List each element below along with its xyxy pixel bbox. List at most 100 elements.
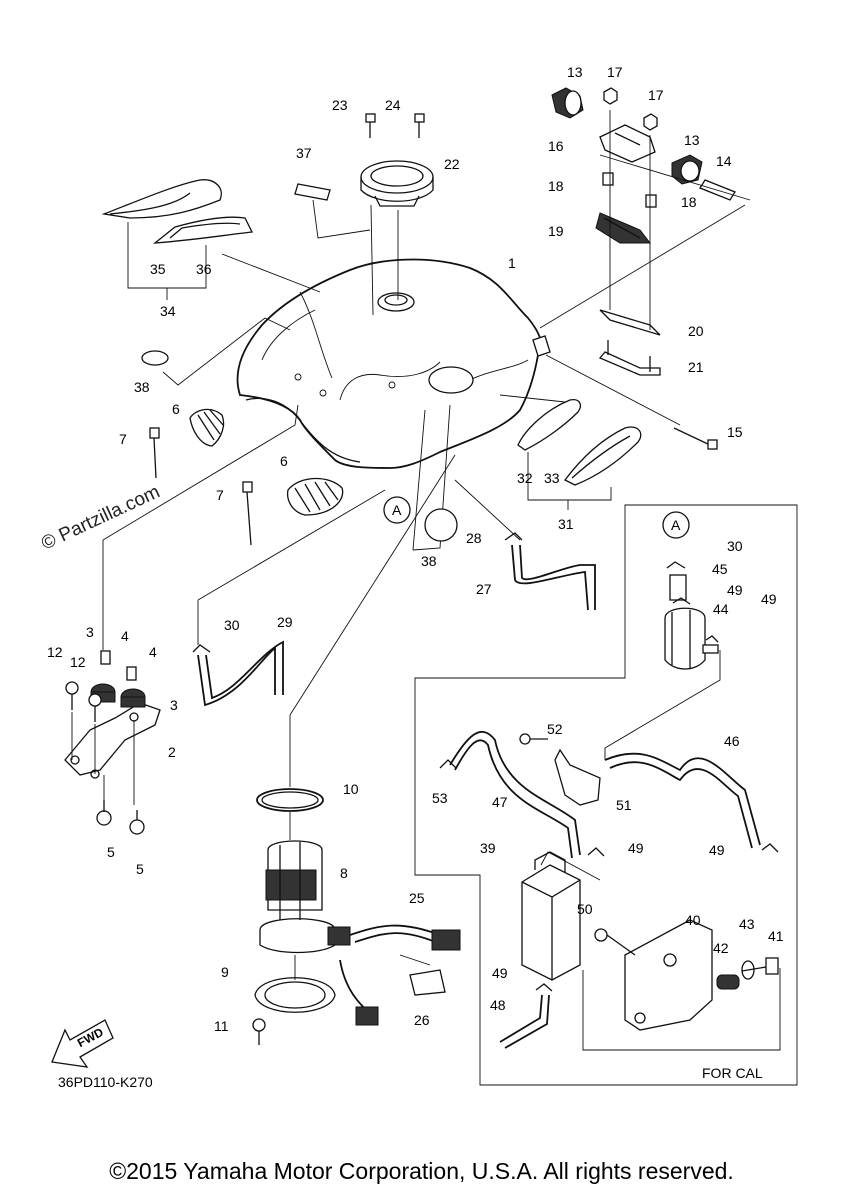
bolt-15[interactable] [673,427,718,450]
callout: 38 [134,379,150,395]
callout: 32 [517,470,533,486]
callout: 34 [160,303,176,319]
clip-30-right[interactable] [666,561,686,569]
callout: 52 [547,721,563,737]
callout-labels: 1 2 3 3 4 4 5 5 6 6 7 7 8 9 10 11 12 12 … [47,64,784,1034]
label-sticker-37[interactable] [294,183,331,201]
callout: 17 [648,87,664,103]
clip-49-top[interactable] [672,597,691,605]
fuel-pump-8[interactable] [259,840,351,954]
band-7-upper[interactable] [149,427,160,479]
bolt-23[interactable] [365,113,376,138]
copyright-notice: ©2015 Yamaha Motor Corporation, U.S.A. A… [109,1158,734,1184]
fuel-cap-22[interactable] [360,160,434,207]
nut-17-left[interactable] [603,87,618,105]
callout: 19 [548,223,564,239]
fuel-filter-44[interactable] [664,607,719,670]
callout: 18 [548,178,564,194]
fuel-tank[interactable] [236,258,551,469]
collar-42[interactable] [716,974,740,990]
clip-26[interactable] [409,969,446,996]
callout: 39 [480,840,496,856]
bolt-50[interactable] [594,928,636,956]
callout: 11 [214,1018,229,1034]
collar-4-left[interactable] [100,650,111,665]
collar-18-right[interactable] [645,194,657,208]
callout: 13 [567,64,583,80]
hose-48[interactable] [499,994,550,1049]
side-cover-36[interactable] [152,216,253,244]
callout: 15 [727,424,743,440]
damper-3-right[interactable] [120,688,146,708]
callout: 13 [684,132,700,148]
callout: 46 [724,733,740,749]
callout: 33 [544,470,560,486]
callout: 3 [170,697,178,713]
bolt-5-left[interactable] [96,800,112,826]
bracket-51[interactable] [554,748,601,806]
fwd-arrow-icon: FWD [51,1019,114,1068]
hose-45[interactable] [669,574,687,601]
callout: 26 [414,1012,430,1028]
damper-6-lower[interactable] [286,477,344,516]
clip-49-right[interactable] [705,635,719,643]
plate-9[interactable] [254,977,336,1013]
callout: 16 [548,138,564,154]
bolt-24[interactable] [414,113,425,138]
bolt-12-right[interactable] [88,693,102,722]
nut-17-right[interactable] [643,113,658,131]
callout: 5 [107,844,115,860]
callout: 7 [216,487,224,503]
tank-cover-32[interactable] [517,399,581,451]
pad-38-lower[interactable] [424,508,458,542]
callout: 36 [196,261,212,277]
side-cover-35[interactable] [101,179,222,219]
callout: 38 [421,553,437,569]
callout: 1 [508,255,516,271]
damper-19[interactable] [595,212,652,244]
clip-28[interactable] [504,532,523,541]
damper-13-right[interactable] [671,154,703,185]
fuel-hose-25[interactable] [339,924,461,1026]
hose-27[interactable] [511,544,596,611]
bolt-52[interactable] [519,733,548,745]
collar-18-left[interactable] [602,172,614,186]
bracket-40[interactable] [624,919,713,1031]
callout: 35 [150,261,166,277]
damper-6-upper[interactable] [189,408,225,447]
bracket-20[interactable] [599,309,661,336]
callout: 4 [149,644,157,660]
canister-39[interactable] [521,851,581,981]
hose-46[interactable] [604,752,761,849]
gasket-10[interactable] [256,788,324,812]
bolt-12-left[interactable] [65,681,79,710]
bolt-41[interactable] [741,957,779,975]
clip-49-mid[interactable] [587,847,605,857]
callout: 51 [616,797,632,813]
bracket-16[interactable] [599,124,656,163]
callout: 9 [221,964,229,980]
clip-49-right-lower[interactable] [761,843,779,853]
callout: 40 [685,912,701,928]
callout: 23 [332,97,348,113]
callout: 48 [490,997,506,1013]
band-7-lower[interactable] [242,481,253,546]
bracket-2[interactable] [64,702,161,779]
callout: 42 [713,940,729,956]
callout: 2 [168,744,176,760]
hose-47[interactable] [449,731,581,859]
damper-13-left[interactable] [551,87,584,119]
callout: 30 [224,617,240,633]
callout: 6 [172,401,180,417]
clip-30-left[interactable] [192,644,211,653]
bracket-21[interactable] [598,340,661,376]
hose-29[interactable] [197,640,284,707]
pad-38-top[interactable] [141,350,169,366]
callout: 5 [136,861,144,877]
bolt-5-right[interactable] [129,810,145,835]
clip-53[interactable] [439,759,457,769]
tank-cover-33[interactable] [564,426,642,486]
collar-4-right[interactable] [126,666,137,681]
bolt-11[interactable] [252,1018,266,1045]
clip-49-bottom[interactable] [535,983,553,992]
